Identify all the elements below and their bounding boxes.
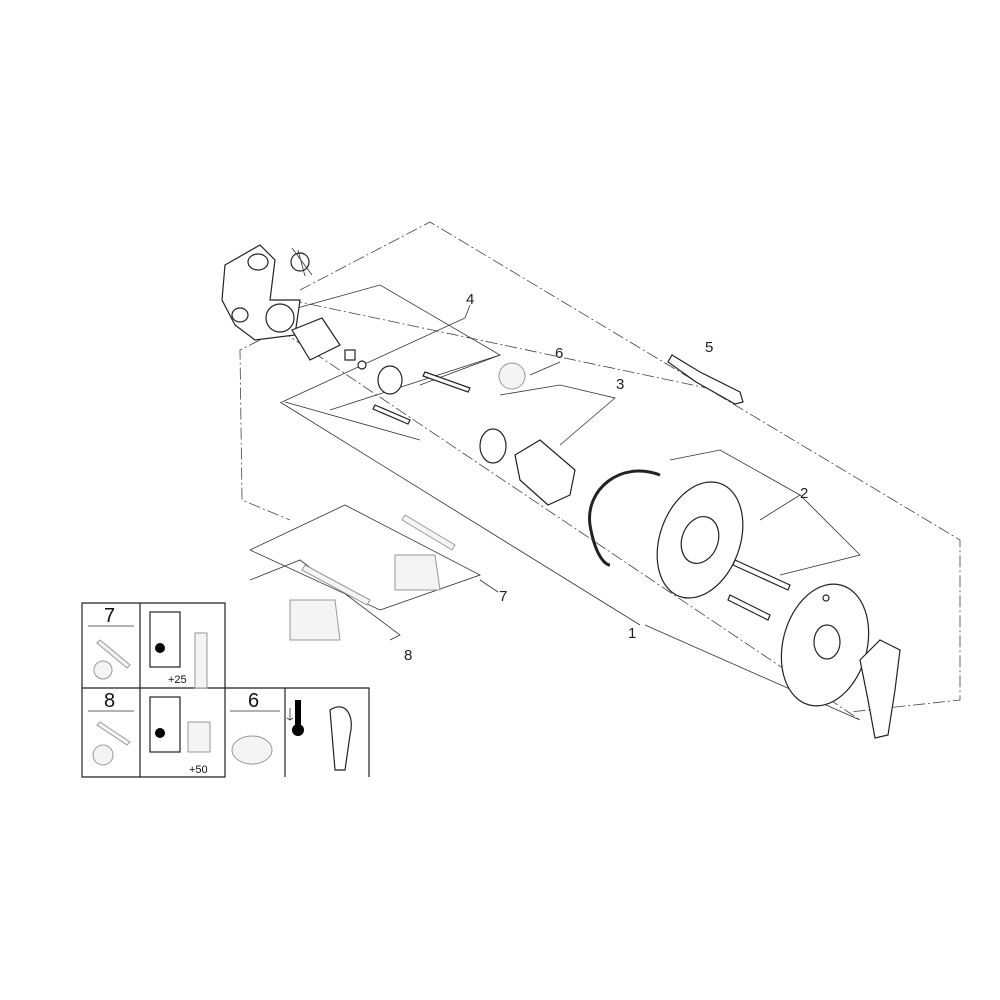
- dimension-plus-50: +50: [189, 764, 208, 776]
- callout-6: 6: [555, 345, 563, 362]
- callout-7: 7: [499, 588, 507, 605]
- o-ring: [479, 428, 507, 464]
- inset-table: 7 8 6 +25 +50: [81, 602, 370, 778]
- handle-rotation-icon: [329, 706, 352, 771]
- callout-1: 1: [628, 625, 636, 642]
- temperature-limiter-part-6: [498, 362, 526, 390]
- callout-5: 5: [705, 339, 713, 356]
- inset-8: 8: [104, 690, 115, 712]
- dimension-plus-25: +25: [168, 674, 187, 686]
- callout-8: 8: [404, 647, 412, 664]
- inset-6: 6: [248, 690, 259, 712]
- thermometer-icon: [286, 700, 304, 736]
- cartridge-part-4: [291, 317, 471, 425]
- retaining-clip: [588, 469, 661, 567]
- replacement-cartridges: [289, 514, 456, 641]
- mounting-plate-part-2: [656, 481, 791, 621]
- escutcheon-part-1: [780, 583, 870, 707]
- callout-labels: 4 6 5 3 2 7 1 8: [404, 291, 808, 664]
- callout-3: 3: [616, 376, 624, 393]
- lever-handle: [859, 639, 901, 739]
- callout-4: 4: [466, 291, 474, 308]
- extension-stem-part-5: [667, 354, 744, 405]
- callout-2: 2: [800, 485, 808, 502]
- callout-brackets: [249, 284, 861, 721]
- inset-7: 7: [104, 605, 115, 627]
- sleeve-part-3: [514, 439, 576, 506]
- valve-body: [221, 244, 313, 341]
